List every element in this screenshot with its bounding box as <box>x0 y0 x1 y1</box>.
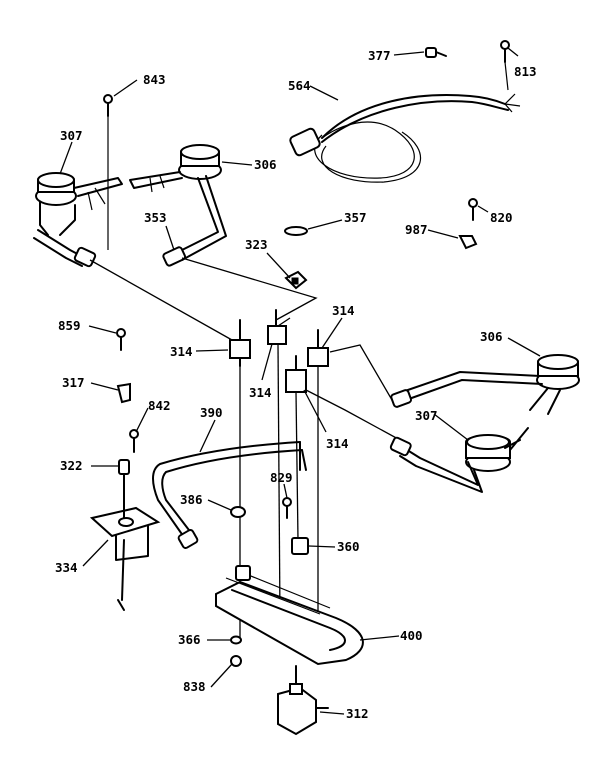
label-820: 820 <box>490 210 513 225</box>
label-353: 353 <box>144 210 167 225</box>
label-377: 377 <box>368 48 391 63</box>
fitting-360 <box>291 537 309 555</box>
label-400: 400 <box>400 628 423 643</box>
bracket-334 <box>89 473 161 611</box>
pilot-tube-390 <box>152 441 307 549</box>
label-314-left: 314 <box>170 344 193 359</box>
screw-842 <box>129 429 139 453</box>
leader-lines <box>59 47 541 715</box>
label-314-center: 314 <box>249 385 272 400</box>
valve-314-center <box>267 309 287 621</box>
label-306-right: 306 <box>480 329 503 344</box>
label-317: 317 <box>62 375 85 390</box>
screw-829 <box>282 497 292 519</box>
label-386: 386 <box>180 492 203 507</box>
oven-burner-400 <box>215 565 364 666</box>
screw-820 <box>468 198 478 221</box>
screw-843 <box>103 94 113 250</box>
burner-307-right <box>389 427 529 493</box>
fitting-322 <box>118 459 130 475</box>
safety-valve-312 <box>277 665 329 736</box>
screw-838 <box>230 655 242 667</box>
label-390: 390 <box>200 405 223 420</box>
bracket-323 <box>284 270 308 290</box>
label-564: 564 <box>288 78 311 93</box>
part-labels: 377 813 564 843 307 306 353 357 323 987 … <box>55 48 537 721</box>
label-322: 322 <box>60 458 83 473</box>
label-842: 842 <box>148 398 171 413</box>
label-357: 357 <box>344 210 367 225</box>
screw-377 <box>425 47 447 58</box>
label-843: 843 <box>143 72 166 87</box>
label-859: 859 <box>58 318 81 333</box>
clip-317 <box>116 382 131 404</box>
label-307-right: 307 <box>415 408 438 423</box>
label-813: 813 <box>514 64 537 79</box>
label-312: 312 <box>346 706 369 721</box>
label-829: 829 <box>270 470 293 485</box>
label-314-lower: 314 <box>326 436 349 451</box>
label-307-upper: 307 <box>60 128 83 143</box>
screw-813 <box>500 40 510 91</box>
label-323: 323 <box>245 237 268 252</box>
burner-306-upper-middle <box>129 144 227 267</box>
label-306-upper: 306 <box>254 157 277 172</box>
label-314-right: 314 <box>332 303 355 318</box>
clip-987 <box>458 235 478 250</box>
screw-859 <box>116 328 126 351</box>
grommet-386 <box>230 506 246 518</box>
label-360: 360 <box>337 539 360 554</box>
spacer-357 <box>284 226 308 236</box>
label-334: 334 <box>55 560 78 575</box>
valve-314-right <box>307 329 329 612</box>
label-987: 987 <box>405 222 428 237</box>
burner-307-upper-left <box>33 172 123 268</box>
label-838: 838 <box>183 679 206 694</box>
wire-harness-564 <box>289 93 521 183</box>
burner-306-right <box>390 354 580 415</box>
washer-366 <box>230 635 242 645</box>
valve-314-lower <box>285 355 307 541</box>
label-366: 366 <box>178 632 201 647</box>
